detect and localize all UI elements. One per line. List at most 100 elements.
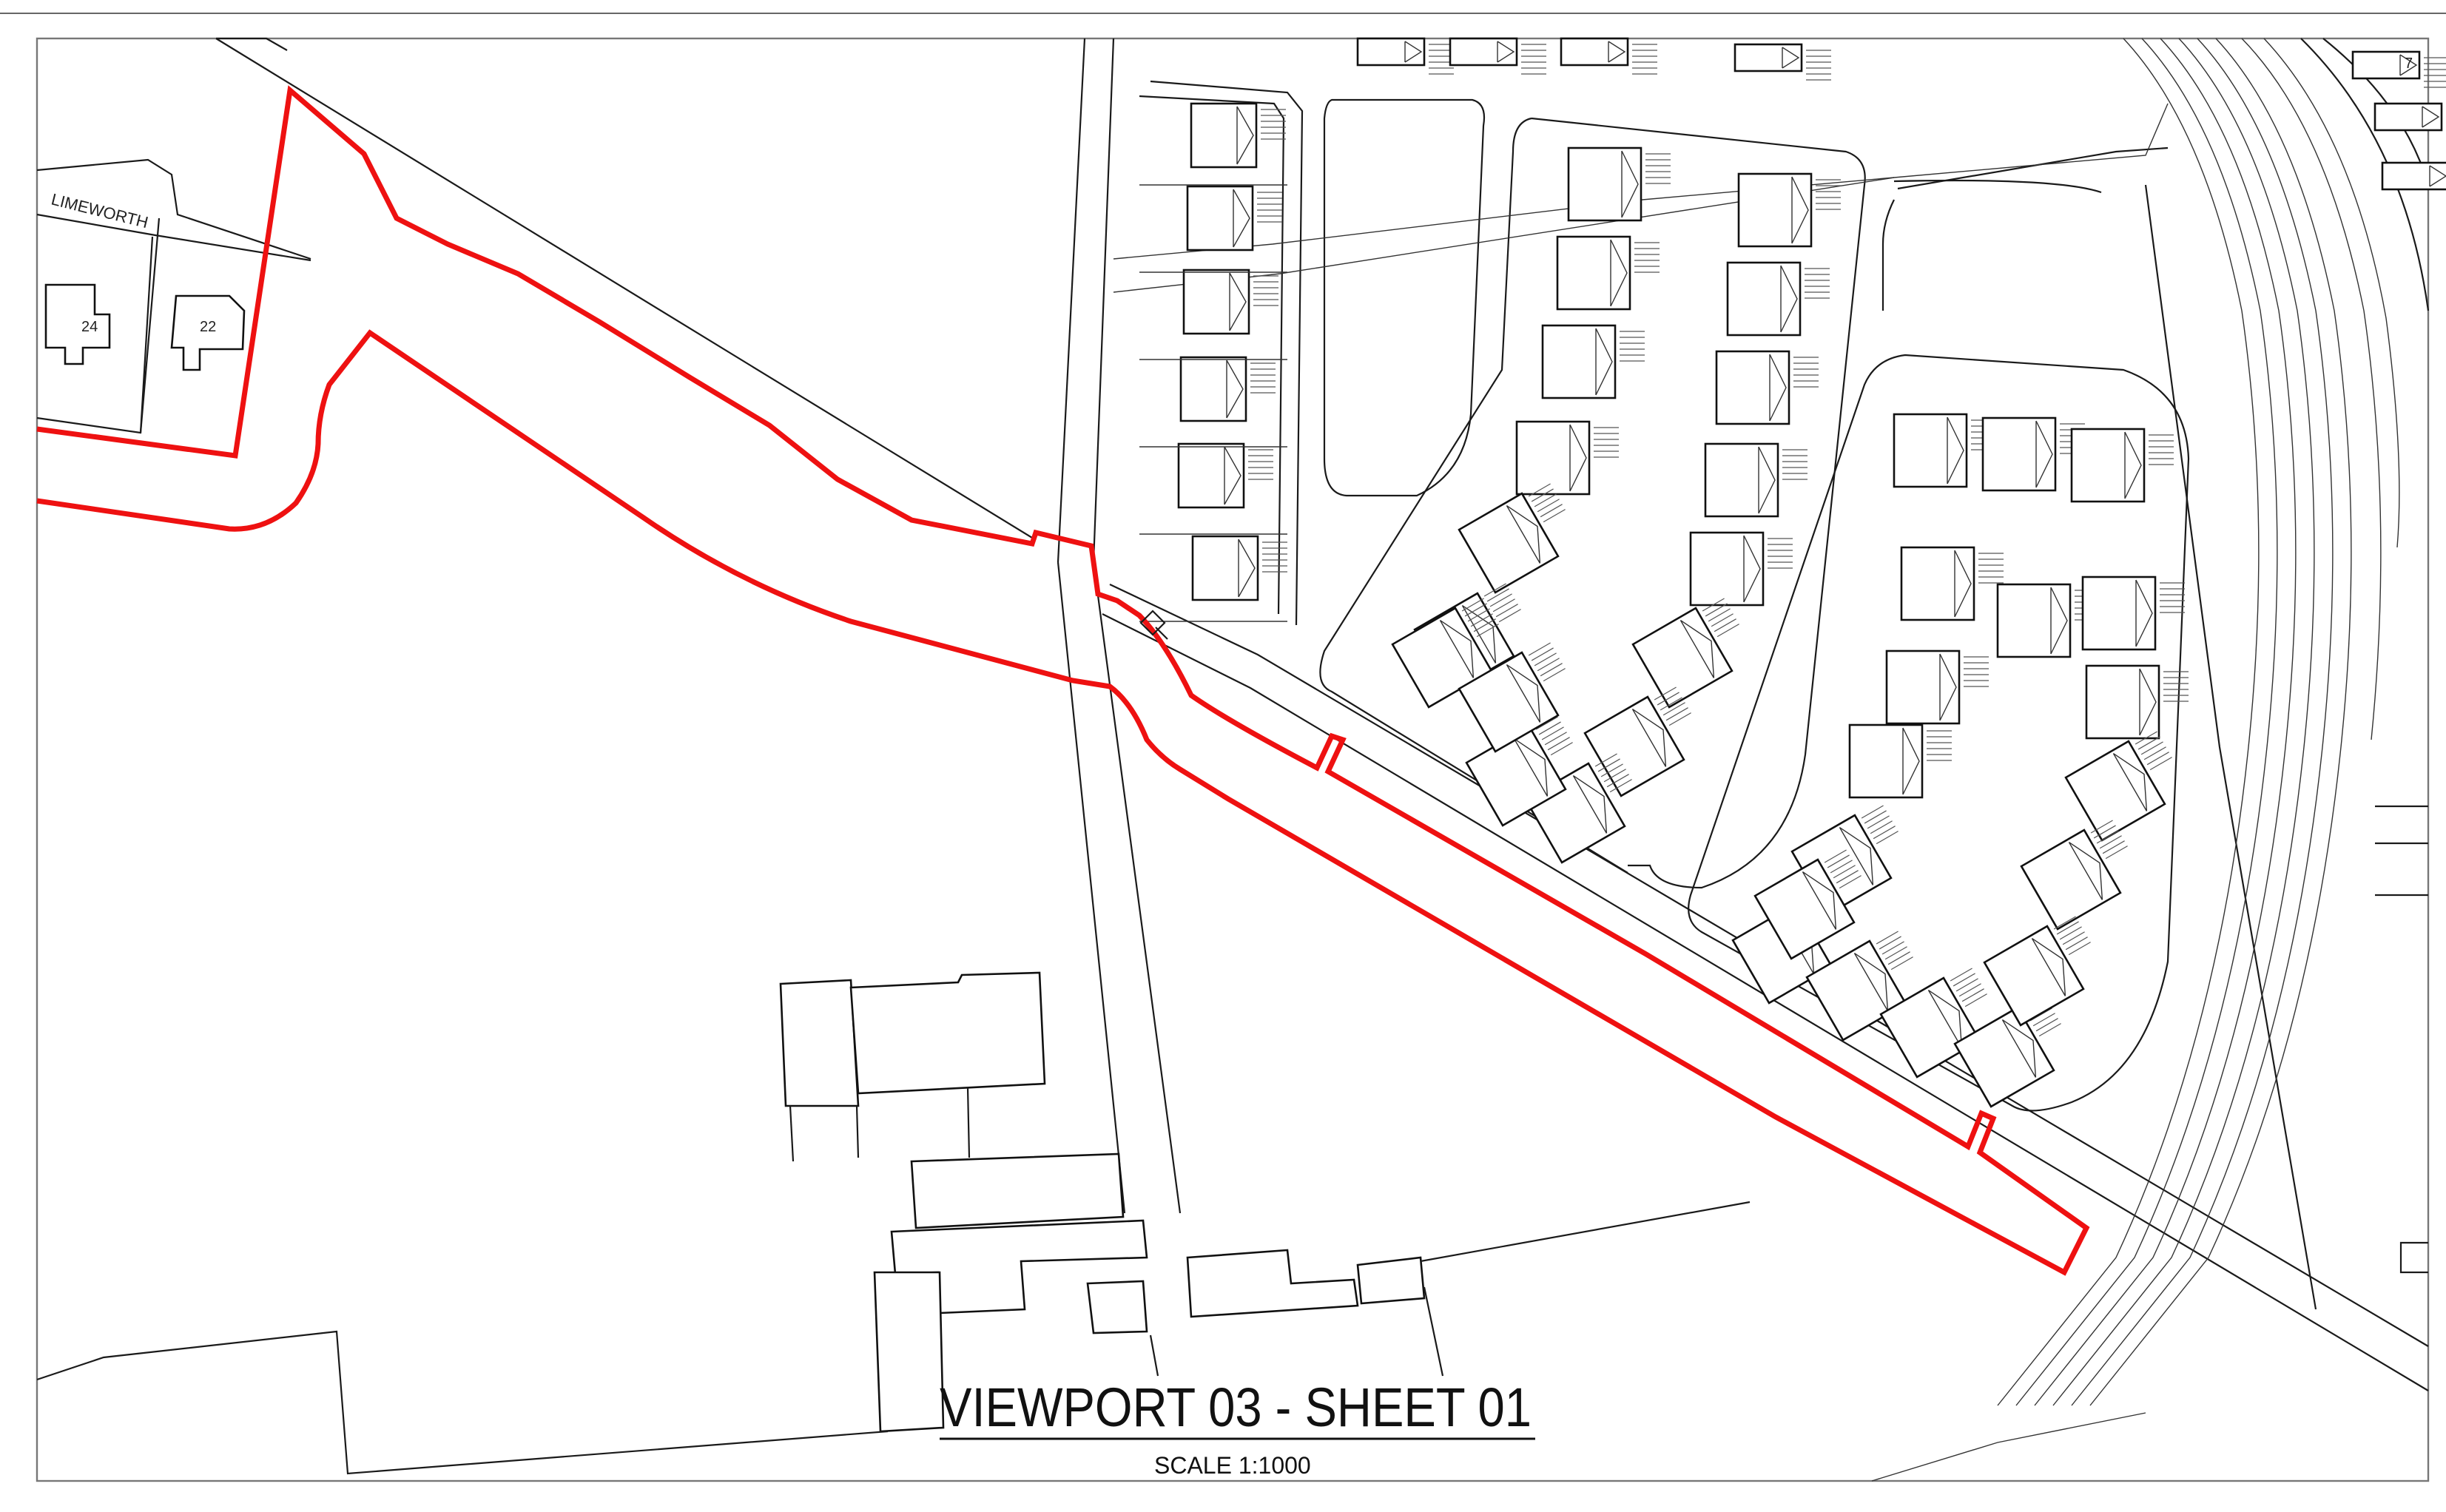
house-plot: [1981, 416, 2085, 492]
lane-edge-east-north: [1092, 38, 1115, 563]
roof-hip: [2399, 54, 2418, 76]
house-24-number: 24: [81, 319, 98, 335]
house-outline: [2085, 664, 2160, 740]
house-plot: [1449, 37, 1546, 75]
house-outline: [1567, 146, 1643, 222]
house-outline: [1885, 649, 1961, 725]
driveway-hatch: [2143, 746, 2166, 760]
driveway-hatch: [1544, 732, 1567, 746]
farm-shed: [1086, 1280, 1148, 1334]
house-outline: [1726, 261, 1802, 337]
driveway-hatch: [1876, 931, 1898, 945]
roof-hip: [1404, 41, 1423, 63]
house-outline: [1186, 185, 1254, 252]
house-plot: [1753, 849, 1862, 960]
driveway-hatch: [2053, 916, 2076, 930]
driveway-hatch: [1547, 737, 1570, 751]
farm-wall-1: [789, 1105, 795, 1162]
roof-hip: [1572, 774, 1608, 834]
house-plot: [1179, 356, 1276, 422]
house-plot: [1191, 535, 1287, 601]
house-outline: [1458, 492, 1560, 594]
driveway-hatch: [2137, 736, 2160, 750]
house-plot: [1556, 235, 1660, 311]
roof-hip: [2135, 579, 2153, 647]
driveway-hatch: [1714, 618, 1736, 632]
farm-wall-3: [966, 1087, 971, 1158]
roof-hip: [1839, 826, 1874, 885]
roof-hip: [1853, 952, 1889, 1011]
driveway-hatch: [1464, 603, 1487, 617]
driveway-hatch: [1950, 968, 1972, 982]
house-plot: [1885, 649, 1989, 725]
house-plot: [1356, 37, 1454, 75]
house-plot: [1689, 531, 1793, 607]
house-plot: [1726, 261, 1830, 337]
main-road-north-edge: [1109, 584, 2429, 1347]
house-plot: [1879, 968, 1987, 1079]
driveway-hatch: [1486, 588, 1509, 602]
driveway-hatch: [2093, 825, 2116, 839]
driveway-hatch: [1473, 618, 1496, 632]
roof-hip: [2068, 841, 2103, 900]
house-outline: [2020, 828, 2122, 931]
house-plot: [1515, 420, 1619, 496]
roof-hip: [1226, 360, 1244, 419]
house-plot: [1583, 686, 1691, 797]
house-outline: [1356, 37, 1426, 67]
driveway-hatch: [1609, 779, 1632, 793]
house-plot: [1186, 185, 1282, 252]
driveway-hatch: [1528, 483, 1551, 497]
roof-hip: [2112, 752, 2148, 811]
driveway-hatch: [1594, 753, 1617, 767]
house-outline: [1953, 1006, 2055, 1108]
house-outline: [1556, 235, 1631, 311]
carriageway-lane-6: [2089, 38, 2352, 1406]
driveway-hatch: [1836, 870, 1859, 884]
house-outline: [1179, 356, 1247, 422]
roof-hip: [1497, 41, 1515, 63]
west-block-road-outer: [1150, 80, 1304, 626]
roof-hip: [1621, 150, 1639, 218]
house-plot: [1900, 546, 2004, 621]
house-outline: [1734, 43, 1803, 72]
west-block-road-inner: [1139, 95, 1285, 615]
driveway-hatch: [1958, 983, 1981, 997]
house-outline: [1900, 546, 1975, 621]
roof-hip: [1939, 653, 1957, 721]
east-verge-line: [2144, 184, 2317, 1310]
driveway-hatch: [1531, 488, 1554, 502]
roof-hip: [1791, 176, 1809, 244]
house-plot: [1715, 350, 1819, 425]
roof-hip: [1769, 354, 1787, 422]
driveway-hatch: [1665, 707, 1688, 721]
farm-wall-5: [1149, 1334, 1159, 1377]
house-outline: [1449, 37, 1518, 67]
far-east-edge: [2300, 38, 2430, 311]
roof-hip: [1506, 504, 1541, 564]
house-plot: [1190, 102, 1286, 169]
house-outline: [1191, 535, 1259, 601]
driveway-hatch: [2056, 921, 2079, 935]
driveway-hatch: [1867, 815, 1890, 829]
driveway-hatch: [2059, 926, 2082, 940]
house-outline: [1458, 651, 1560, 753]
house-outline: [1560, 37, 1629, 67]
roof-hip: [1743, 535, 1761, 603]
driveway-hatch: [1603, 769, 1626, 783]
limeworth-road-edge-north: [36, 158, 311, 260]
south-east-line: [1871, 1412, 2146, 1482]
house-plot: [2085, 664, 2189, 740]
roof-hip: [2124, 431, 2142, 499]
house-plot: [1182, 269, 1278, 335]
driveway-hatch: [2032, 1013, 2055, 1027]
roof-hip: [1902, 727, 1920, 795]
curved-carriageway: [1871, 38, 2430, 1482]
main-road-south-edge: [1102, 613, 2429, 1391]
roof-hip: [2050, 587, 2068, 655]
driveway-hatch: [1716, 624, 1739, 638]
house-outline: [1182, 269, 1250, 335]
house-plot: [1734, 43, 1831, 81]
roof-hip: [1679, 619, 1715, 678]
driveway-hatch: [1528, 642, 1551, 656]
